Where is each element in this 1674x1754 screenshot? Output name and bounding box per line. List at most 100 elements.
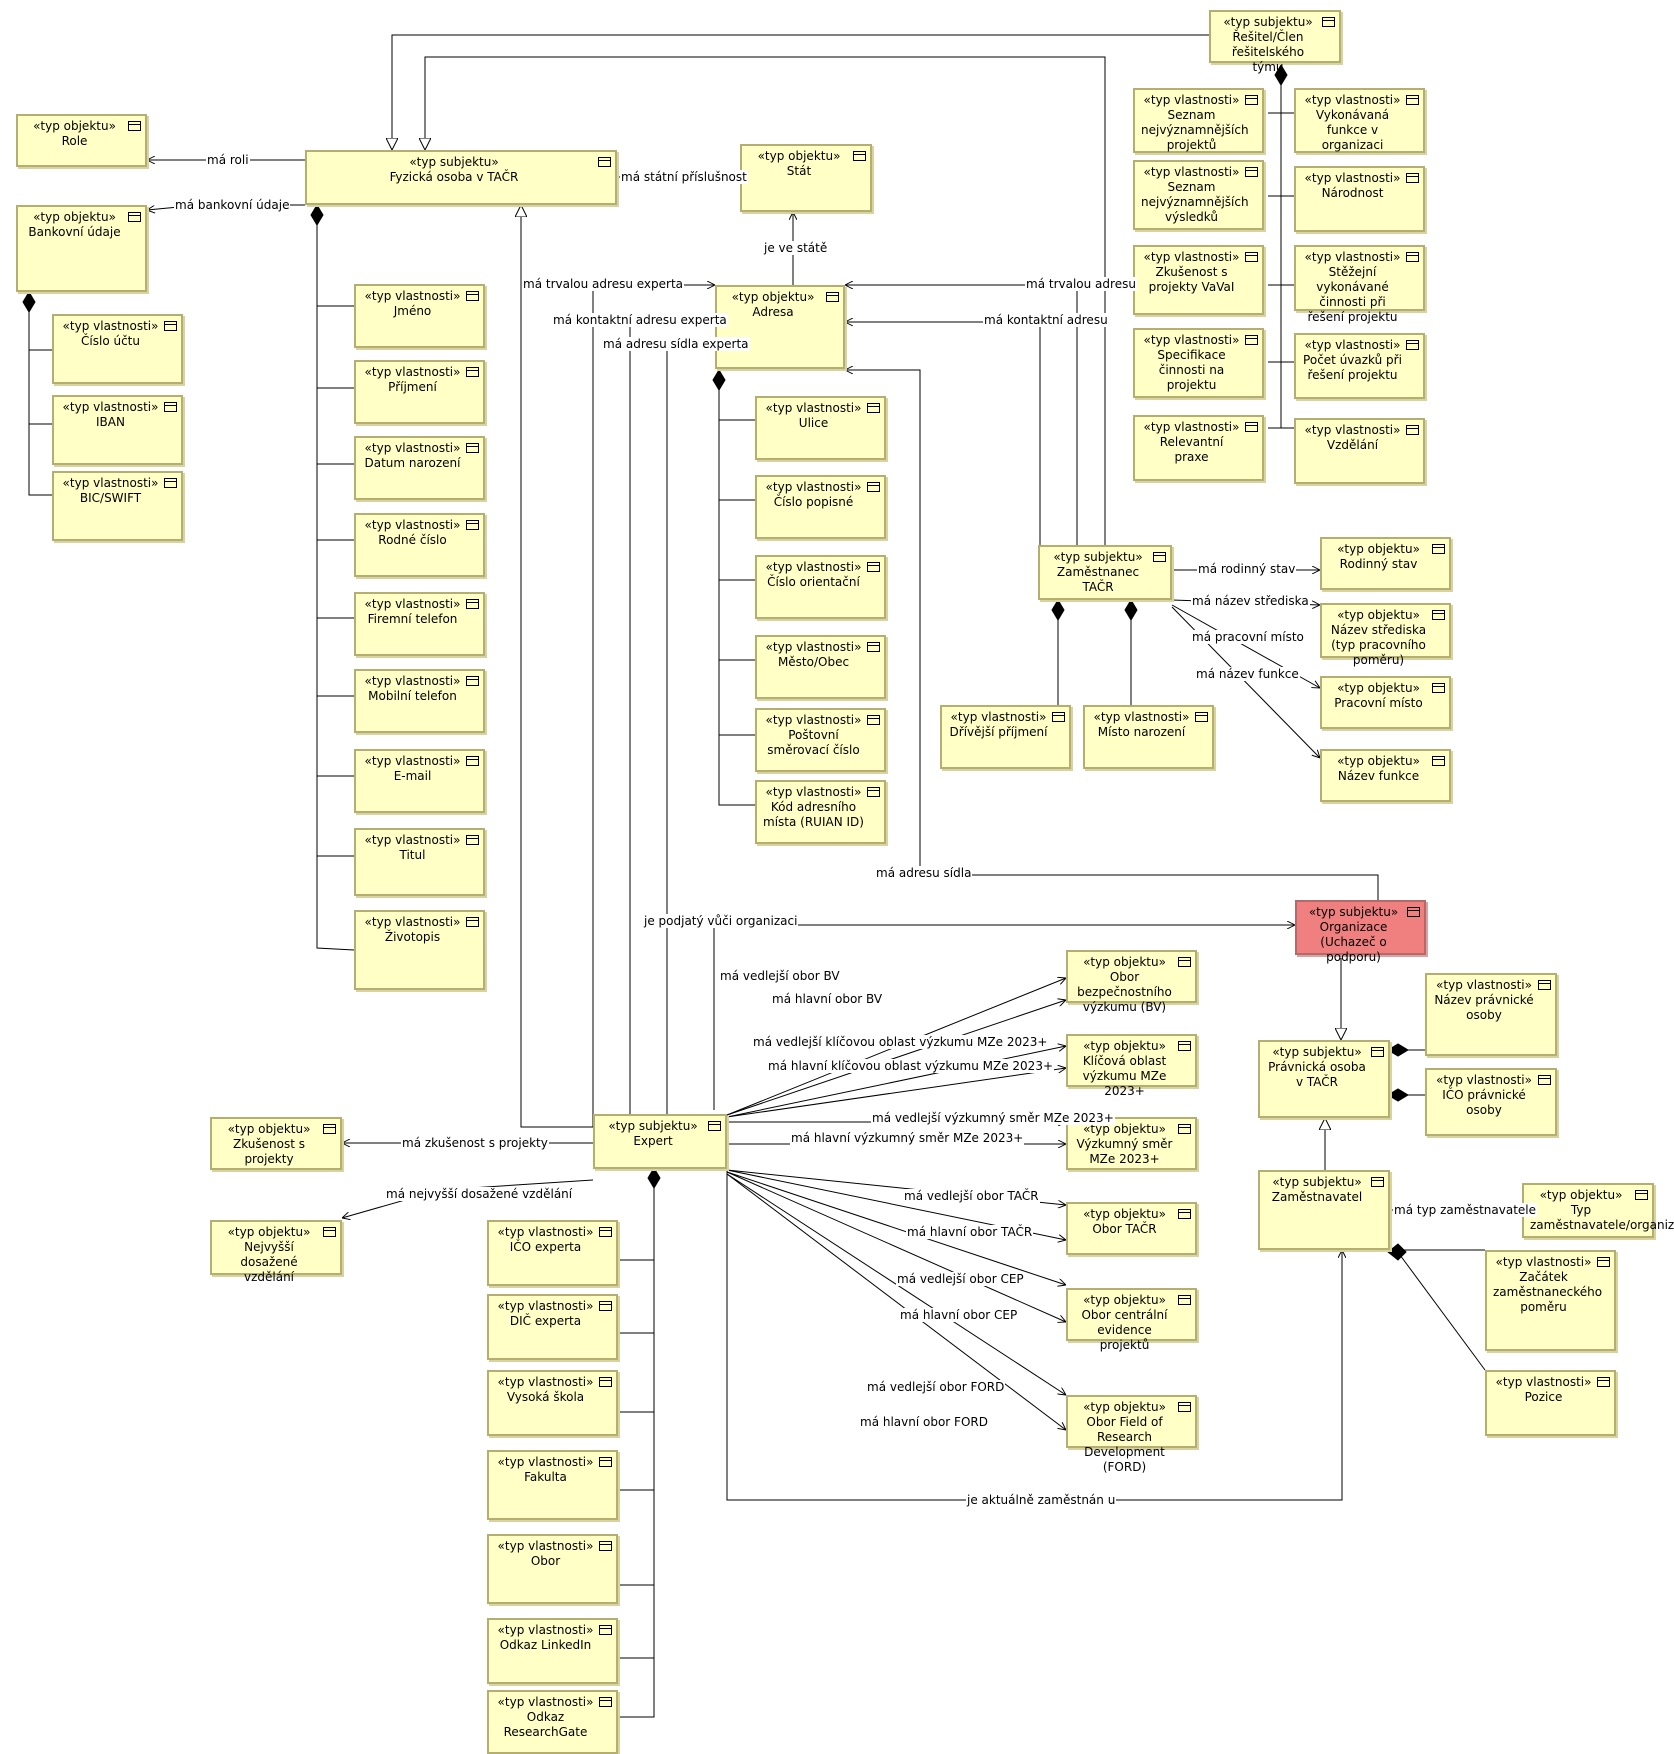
node-firemni[interactable]: «typ vlastnosti»Firemní telefon (354, 592, 485, 656)
node-psc[interactable]: «typ vlastnosti»Poštovní směrovací číslo (755, 708, 886, 772)
class-icon (1406, 95, 1419, 105)
class-icon (867, 715, 880, 725)
node-researchgate[interactable]: «typ vlastnosti»Odkaz ResearchGate (487, 1690, 618, 1754)
node-zacatek[interactable]: «typ vlastnosti»Začátek zaměstnaneckého … (1485, 1250, 1616, 1351)
node-obor-bv[interactable]: «typ objektu»Obor bezpečnostního výzkumu… (1066, 950, 1197, 1014)
node-iban[interactable]: «typ vlastnosti»IBAN (52, 395, 183, 465)
node-resitel[interactable]: «typ subjektu»Řešitel/Člen řešitelského … (1209, 10, 1341, 74)
node-nejvyssi[interactable]: «typ objektu»Nejvyšší dosažené vzdělání (210, 1220, 342, 1284)
node-pracovni-misto[interactable]: «typ objektu»Pracovní místo (1320, 676, 1451, 729)
node-bic[interactable]: «typ vlastnosti»BIC/SWIFT (52, 471, 183, 541)
label-nejvyssi: má nejvyšší dosažené vzdělání (385, 1187, 574, 1201)
node-narodnost[interactable]: «typ vlastnosti»Národnost (1294, 166, 1425, 232)
class-icon (1407, 907, 1420, 917)
node-expert[interactable]: «typ subjektu»Expert (593, 1114, 727, 1169)
node-relevantni[interactable]: «typ vlastnosti»Relevantní praxe (1133, 415, 1264, 481)
node-rodinny[interactable]: «typ objektu»Rodinný stav (1320, 537, 1451, 590)
class-icon (1153, 552, 1166, 562)
class-icon (164, 478, 177, 488)
node-zkusenost-proj[interactable]: «typ objektu»Zkušenost s projekty (210, 1117, 342, 1170)
node-email[interactable]: «typ vlastnosti»E-mail (354, 749, 485, 813)
class-icon (1597, 1257, 1610, 1267)
label-kontaktni: má kontaktní adresu (983, 313, 1109, 327)
node-adresa[interactable]: «typ objektu»Adresa (715, 285, 845, 369)
node-jmeno[interactable]: «typ vlastnosti»Jméno (354, 284, 485, 348)
node-mobilni[interactable]: «typ vlastnosti»Mobilní telefon (354, 669, 485, 733)
node-obor-tacr[interactable]: «typ objektu»Obor TAČR (1066, 1202, 1197, 1255)
node-vysoka[interactable]: «typ vlastnosti»Vysoká škola (487, 1370, 618, 1436)
label-ma-bankovni: má bankovní údaje (174, 198, 291, 212)
node-stat[interactable]: «typ objektu»Stát (740, 144, 872, 212)
node-kod[interactable]: «typ vlastnosti»Kód adresního místa (RUI… (755, 780, 886, 844)
node-fyzicka[interactable]: «typ subjektu»Fyzická osoba v TAČR (305, 150, 617, 205)
node-cislo-ori[interactable]: «typ vlastnosti»Číslo orientační (755, 555, 886, 619)
edge-vedl-cep (726, 1171, 1066, 1285)
node-titul[interactable]: «typ vlastnosti»Titul (354, 828, 485, 896)
node-vyzkumny[interactable]: «typ objektu»Výzkumný směr MZe 2023+ (1066, 1117, 1197, 1170)
class-icon (466, 520, 479, 530)
node-seznam-proj[interactable]: «typ vlastnosti»Seznam nejvýznamnějších … (1133, 88, 1264, 153)
node-nazev-strediska[interactable]: «typ objektu»Název střediska (typ pracov… (1320, 603, 1451, 667)
class-icon (164, 321, 177, 331)
label-je-ve-state: je ve státě (763, 241, 829, 255)
node-ico-po[interactable]: «typ vlastnosti»IČO právnické osoby (1425, 1068, 1557, 1136)
node-bankovni[interactable]: «typ objektu»Bankovní údaje (16, 205, 147, 292)
node-rodne[interactable]: «typ vlastnosti»Rodné číslo (354, 513, 485, 577)
label-trvalou: má trvalou adresu (1025, 277, 1137, 291)
class-icon (867, 787, 880, 797)
node-nazev-funkce[interactable]: «typ objektu»Název funkce (1320, 749, 1451, 802)
class-icon (1178, 1402, 1191, 1412)
node-fakulta[interactable]: «typ vlastnosti»Fakulta (487, 1450, 618, 1520)
node-typ-zam[interactable]: «typ objektu»Typ zaměstnavatele/organiz (1522, 1183, 1674, 1238)
label-rodinny: má rodinný stav (1197, 562, 1297, 576)
node-pozice[interactable]: «typ vlastnosti»Pozice (1485, 1370, 1616, 1436)
node-obor[interactable]: «typ vlastnosti»Obor (487, 1534, 618, 1604)
node-dic-exp[interactable]: «typ vlastnosti»DIČ experta (487, 1294, 618, 1360)
node-role[interactable]: «typ objektu»Role (16, 114, 147, 167)
node-obor-cep[interactable]: «typ objektu»Obor centrální evidence pro… (1066, 1288, 1197, 1352)
node-cislo-pop[interactable]: «typ vlastnosti»Číslo popisné (755, 475, 886, 539)
node-linkedin[interactable]: «typ vlastnosti»Odkaz LinkedIn (487, 1618, 618, 1684)
diamond (1387, 1088, 1409, 1102)
node-misto-nar[interactable]: «typ vlastnosti»Místo narození (1083, 705, 1214, 769)
node-nazev-po[interactable]: «typ vlastnosti»Název právnické osoby (1425, 973, 1557, 1056)
edge-aktualne (726, 1170, 1342, 1501)
node-zivotopis[interactable]: «typ vlastnosti»Životopis (354, 910, 485, 990)
node-zamestnavatel[interactable]: «typ subjektu»Zaměstnavatel (1258, 1170, 1390, 1250)
label-hl-smer: má hlavní výzkumný směr MZe 2023+ (790, 1131, 1025, 1145)
label-hl-bv: má hlavní obor BV (771, 992, 884, 1006)
label-stredisko: má název střediska (1191, 594, 1310, 608)
node-zkusenost-vaval[interactable]: «typ vlastnosti»Zkušenost s projekty VaV… (1133, 245, 1264, 315)
node-pocet-uvazku[interactable]: «typ vlastnosti»Počet úvazků při řešení … (1294, 333, 1425, 399)
class-icon (1245, 95, 1258, 105)
node-stezejni[interactable]: «typ vlastnosti»Stěžejní vykonávané činn… (1294, 245, 1425, 324)
comp-expert (618, 1180, 655, 1718)
label-kontaktni-experta: má kontaktní adresu experta (552, 313, 728, 327)
node-datum[interactable]: «typ vlastnosti»Datum narození (354, 436, 485, 500)
node-specifikace[interactable]: «typ vlastnosti»Specifikace činnosti na … (1133, 328, 1264, 398)
node-organizace[interactable]: «typ subjektu»Organizace (Uchazeč o podp… (1295, 900, 1426, 964)
label-vedl-cep: má vedlejší obor CEP (896, 1272, 1025, 1286)
node-mesto[interactable]: «typ vlastnosti»Město/Obec (755, 635, 886, 699)
edge-hl-klic (726, 1068, 1066, 1118)
class-icon (1538, 1075, 1551, 1085)
class-icon (1538, 980, 1551, 990)
node-prijmeni[interactable]: «typ vlastnosti»Příjmení (354, 360, 485, 424)
node-vykon-funkce[interactable]: «typ vlastnosti»Vykonávaná funkce v orga… (1294, 88, 1425, 153)
label-vedl-tacr: má vedlejší obor TAČR (903, 1189, 1040, 1203)
class-icon (1406, 425, 1419, 435)
node-klicova[interactable]: «typ objektu»Klíčová oblast výzkumu MZe … (1066, 1034, 1197, 1098)
node-obor-ford[interactable]: «typ objektu»Obor Field of Research Deve… (1066, 1395, 1197, 1474)
node-vzdelani[interactable]: «typ vlastnosti»Vzdělání (1294, 418, 1425, 484)
label-adresu-sidla: má adresu sídla (875, 866, 973, 880)
node-drivejsi[interactable]: «typ vlastnosti»Dřívější příjmení (940, 705, 1071, 769)
node-cislo-uctu[interactable]: «typ vlastnosti»Číslo účtu (52, 314, 183, 384)
node-zamestnanec[interactable]: «typ subjektu»Zaměstnanec TAČR (1038, 545, 1172, 600)
edge-trvala-experta (592, 285, 715, 1127)
node-pravnicka[interactable]: «typ subjektu»Právnická osoba v TAČR (1258, 1040, 1390, 1118)
class-icon (1406, 340, 1419, 350)
node-ico-exp[interactable]: «typ vlastnosti»IČO experta (487, 1220, 618, 1286)
node-seznam-vysl[interactable]: «typ vlastnosti»Seznam nejvýznamnějších … (1133, 160, 1264, 230)
node-ulice[interactable]: «typ vlastnosti»Ulice (755, 396, 886, 460)
class-icon (1406, 252, 1419, 262)
